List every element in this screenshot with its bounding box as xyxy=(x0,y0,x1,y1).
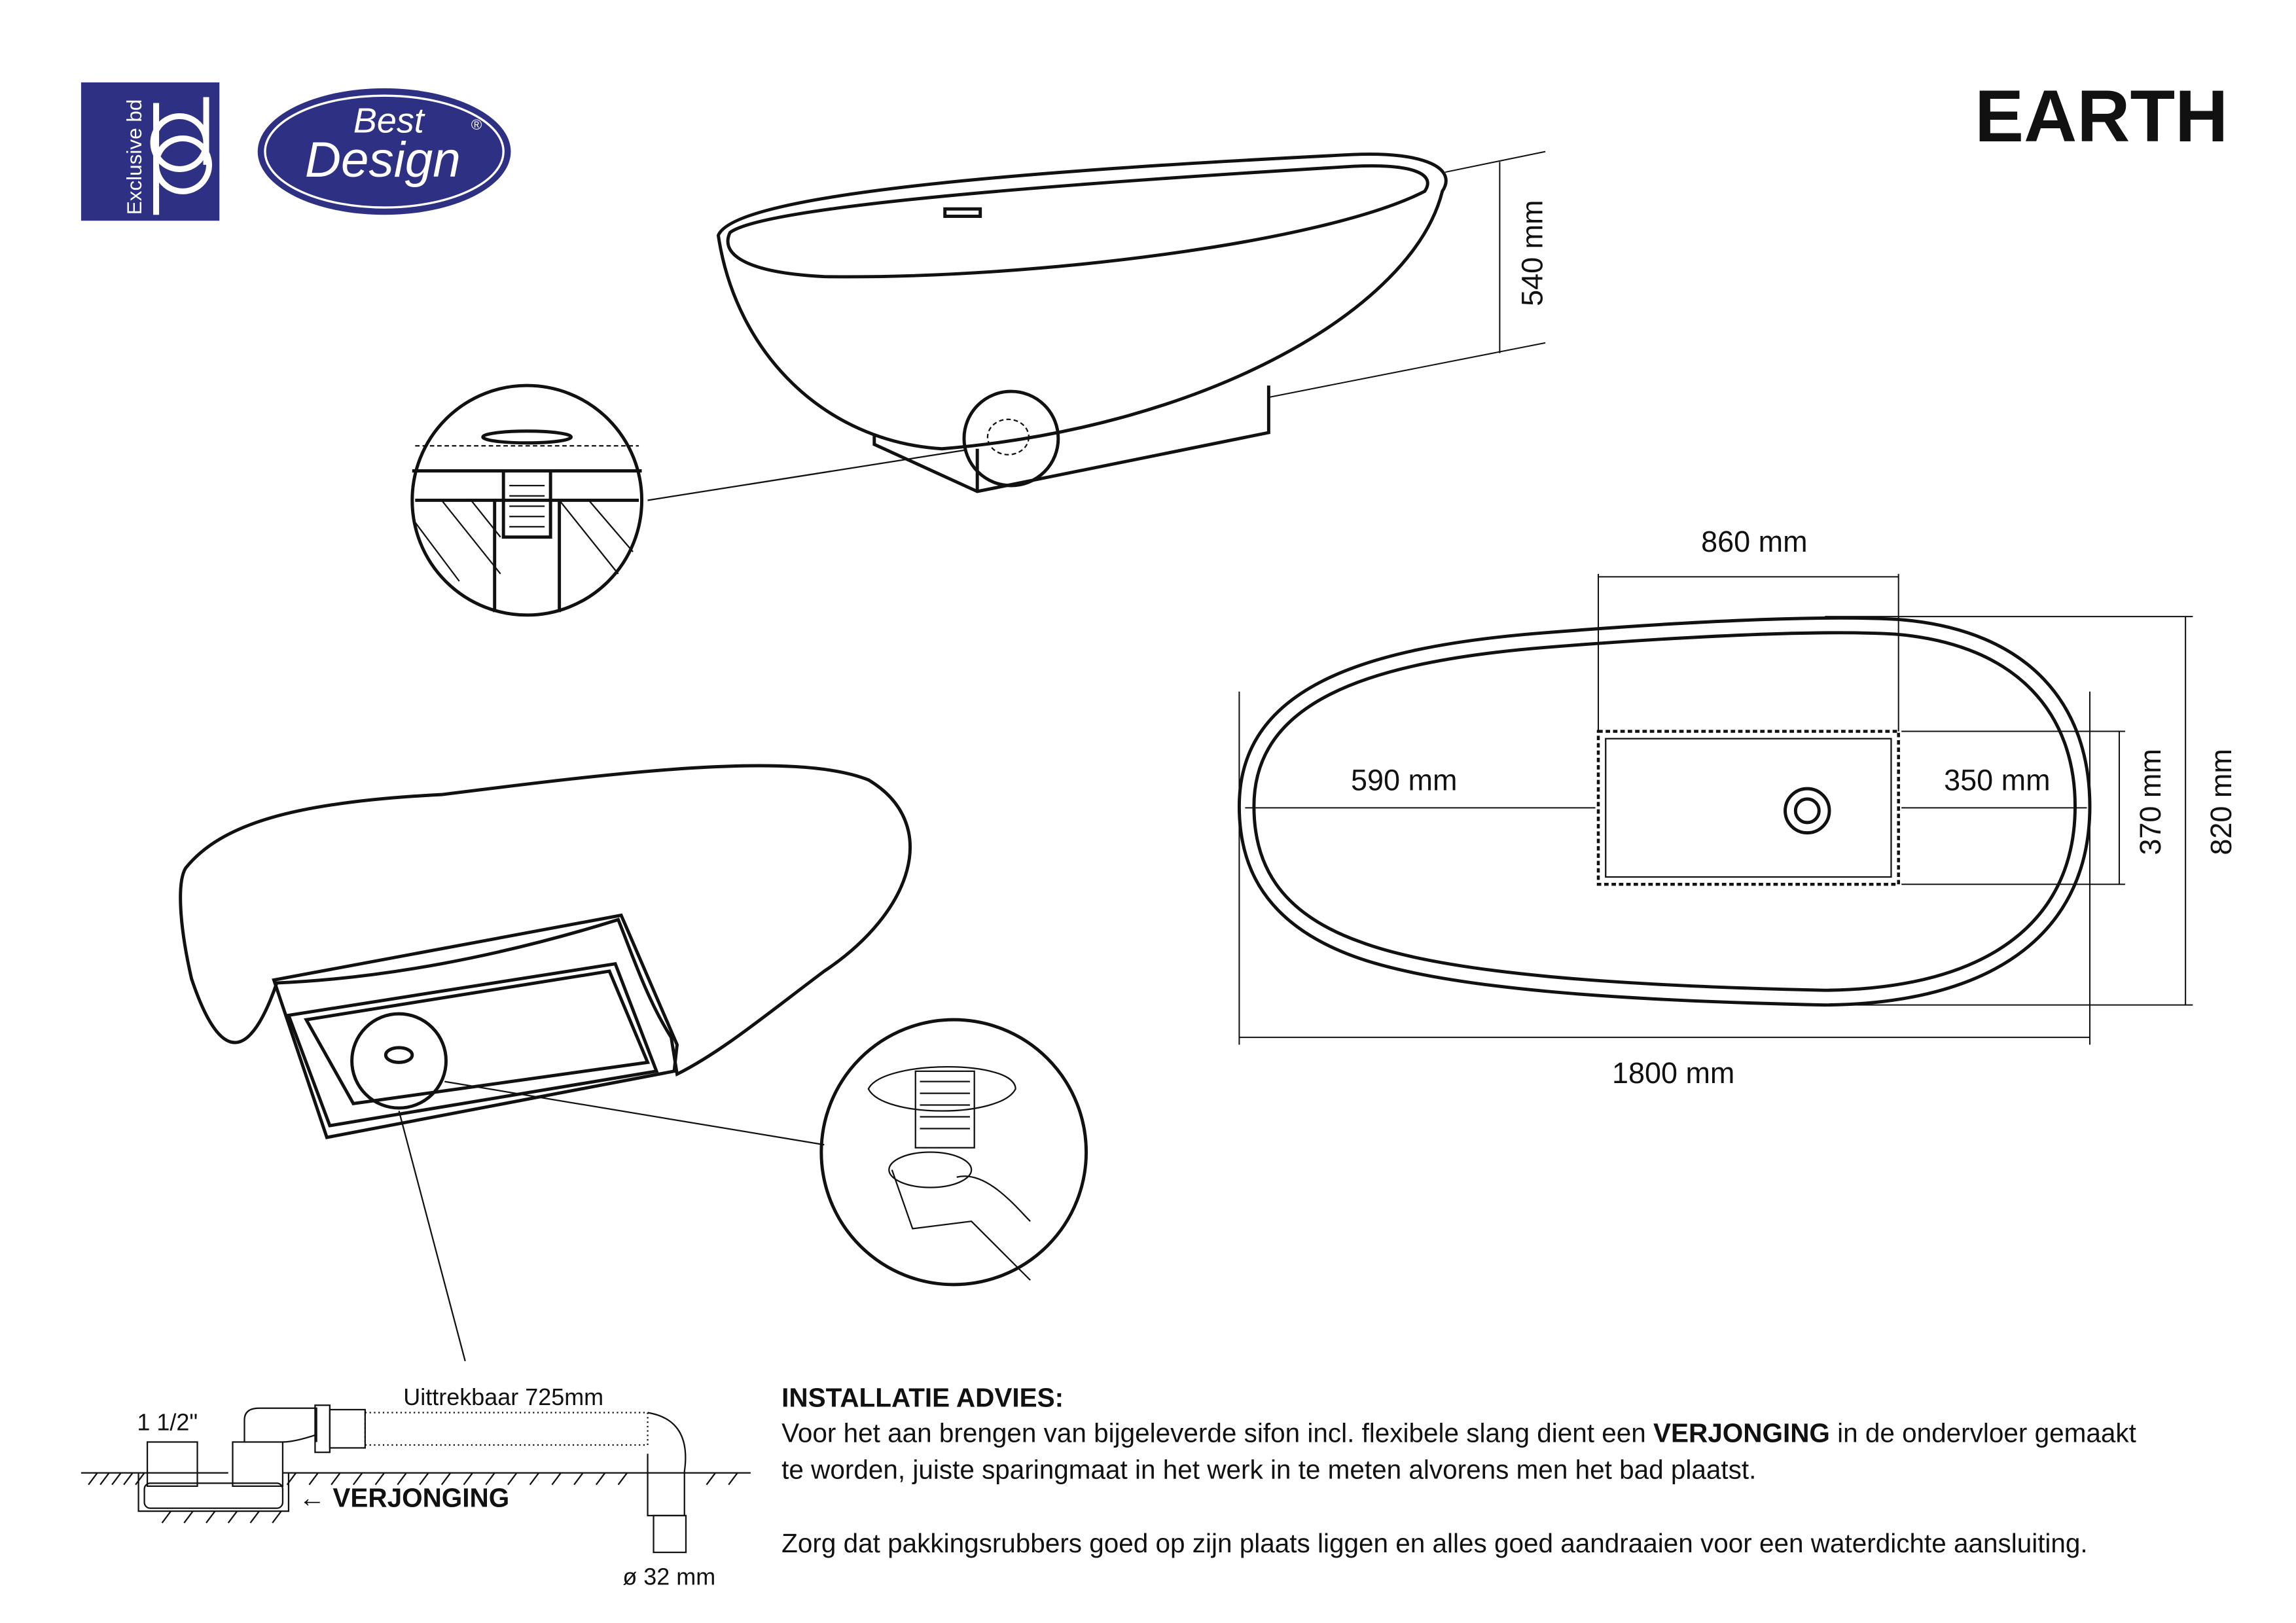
cutout-depth-dimension: 370 mm xyxy=(2134,749,2167,855)
best-design-logo: Best Design ® xyxy=(257,88,511,215)
height-dimension: 540 mm xyxy=(1516,200,1549,306)
width-dimension: 820 mm xyxy=(2204,749,2238,855)
diameter-label: ø 32 mm xyxy=(622,1563,715,1590)
pipe-size-label: 1 1/2" xyxy=(137,1408,198,1435)
logo1-text: Exclusive bd xyxy=(123,99,146,215)
product-title: EARTH xyxy=(1975,75,2228,157)
installation-advice: INSTALLATIE ADVIES: Voor het aan brengen… xyxy=(781,1382,2136,1558)
cutout-width-dimension: 860 mm xyxy=(1701,525,1807,558)
reducer-label: ← VERJONGING xyxy=(299,1482,510,1512)
advice-paragraph-1-line-2: te worden, juiste sparingmaat in het wer… xyxy=(781,1455,1756,1485)
siphon-detail-circle xyxy=(819,1018,1088,1287)
extendable-label: Uittrekbaar 725mm xyxy=(403,1383,603,1410)
svg-text:Best: Best xyxy=(353,101,425,140)
drain-detail-circle xyxy=(410,383,644,617)
bath-top-view: 860 mm 590 mm 350 mm 370 mm 820 mm 1800 … xyxy=(1237,525,2238,1090)
bath-side-view: 540 mm xyxy=(647,151,1549,501)
length-dimension: 1800 mm xyxy=(1612,1056,1734,1090)
svg-text:®: ® xyxy=(471,116,482,133)
advice-paragraph-2: Zorg dat pakkingsrubbers goed op zijn pl… xyxy=(781,1528,2088,1558)
advice-heading: INSTALLATIE ADVIES: xyxy=(781,1382,1064,1412)
advice-paragraph-1: Voor het aan brengen van bijgeleverde si… xyxy=(781,1418,2136,1448)
siphon-diagram: 1 1/2" Uittrekbaar 725mm ← VERJONGING ø … xyxy=(81,1383,751,1590)
exclusive-bd-logo: Exclusive bd xyxy=(81,82,220,221)
svg-text:Design: Design xyxy=(305,132,461,188)
right-offset-dimension: 350 mm xyxy=(1944,763,2050,796)
bath-bottom-view xyxy=(179,764,912,1362)
left-offset-dimension: 590 mm xyxy=(1351,763,1457,796)
